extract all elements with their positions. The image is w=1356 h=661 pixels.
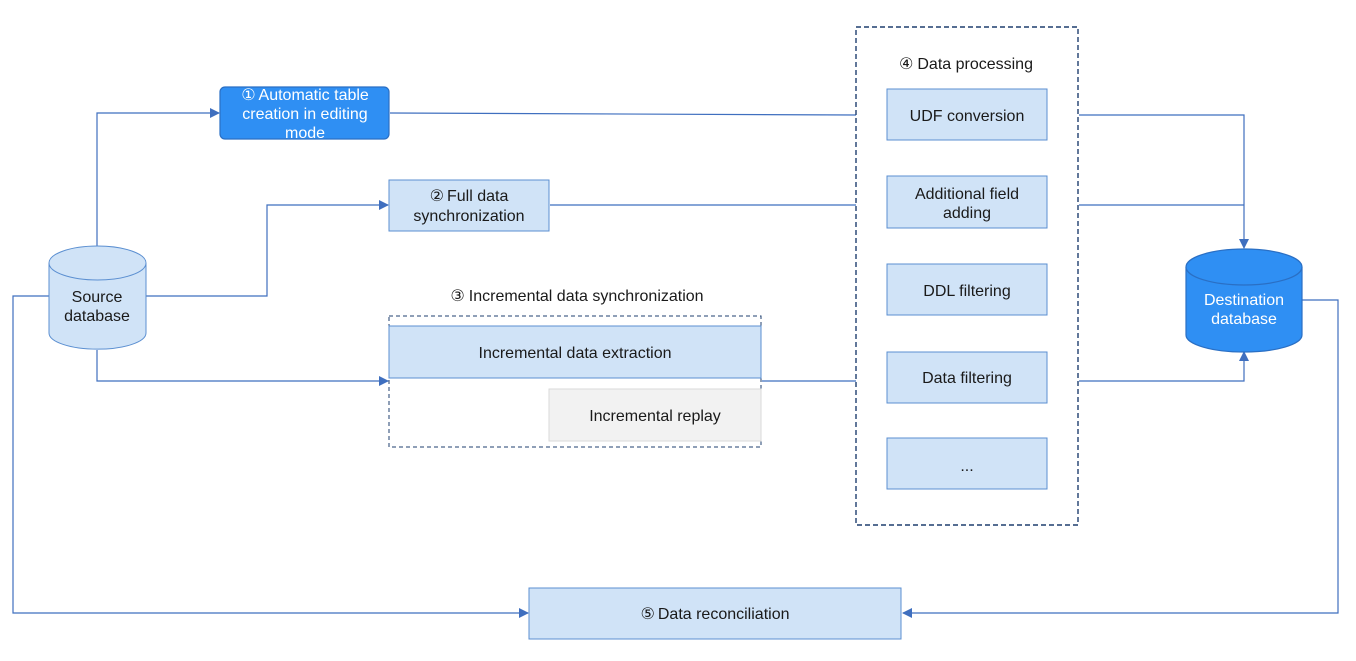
more-steps-box	[886, 437, 1048, 490]
connector-processing-to-destination-upper	[1079, 114, 1249, 249]
incremental-replay-box	[548, 388, 762, 442]
incremental-extraction-label: Incremental data extraction	[479, 345, 672, 362]
destination-database-body	[1185, 267, 1303, 353]
source-database-top	[48, 245, 147, 281]
source-database-body	[48, 263, 147, 350]
source-database-label-line1: Source	[72, 289, 123, 306]
step4-title-text: Data processing	[917, 56, 1033, 73]
additional-field-label-line2: adding	[943, 205, 991, 222]
connector-source-to-table-creation	[96, 108, 220, 246]
ddl-filtering-box	[886, 263, 1048, 316]
step1-text-line1: Automatic table	[259, 87, 369, 104]
destination-database: Destination database	[1185, 248, 1303, 353]
connector-destination-to-reconciliation	[902, 299, 1339, 618]
destination-database-label-line1: Destination	[1204, 292, 1284, 309]
incremental-replay-label: Incremental replay	[589, 408, 721, 425]
more-steps-label: ...	[960, 458, 973, 475]
step2-label-line2: synchronization	[413, 208, 524, 225]
step3-marker: ③	[450, 286, 464, 305]
step1-label-line2: creation in editing	[242, 106, 367, 123]
destination-database-label-line2: database	[1211, 311, 1277, 328]
step4-marker: ④	[899, 54, 913, 73]
connector-source-to-incremental	[96, 350, 389, 386]
data-filtering-label: Data filtering	[922, 370, 1012, 387]
udf-conversion-label: UDF conversion	[910, 108, 1025, 125]
source-database: Source database	[48, 245, 147, 350]
step1-box	[219, 86, 390, 140]
additional-field-box	[886, 175, 1048, 229]
connectors	[12, 108, 1339, 618]
udf-conversion-box	[886, 88, 1048, 141]
source-database-label-line2: database	[64, 308, 130, 325]
connector-source-to-reconciliation	[12, 295, 529, 618]
step1-marker: ①	[241, 85, 255, 104]
step3-title: ③ Incremental data synchronization	[450, 286, 703, 305]
step5-marker: ⑤	[641, 604, 655, 623]
connector-processing-to-destination-lower	[1079, 351, 1249, 382]
step5-text: Data reconciliation	[658, 606, 790, 623]
ddl-filtering-label: DDL filtering	[923, 283, 1010, 300]
destination-database-top	[1185, 248, 1303, 286]
step1-label-line3: mode	[285, 125, 325, 142]
data-filtering-box	[886, 351, 1048, 404]
connector-source-to-full-sync	[146, 200, 389, 297]
connector-table-creation-to-processing	[389, 112, 857, 116]
step2-marker: ②	[430, 186, 444, 205]
step2-text-line1: Full data	[447, 188, 508, 205]
incremental-extraction-box	[388, 325, 762, 379]
step3-title-text: Incremental data synchronization	[469, 288, 704, 305]
step5-box	[528, 587, 902, 640]
step3-incremental-sync: ③ Incremental data synchronization Increm…	[388, 286, 762, 448]
additional-field-label-line1: Additional field	[915, 186, 1019, 203]
step2-box	[388, 179, 550, 232]
step3-container	[388, 315, 762, 448]
